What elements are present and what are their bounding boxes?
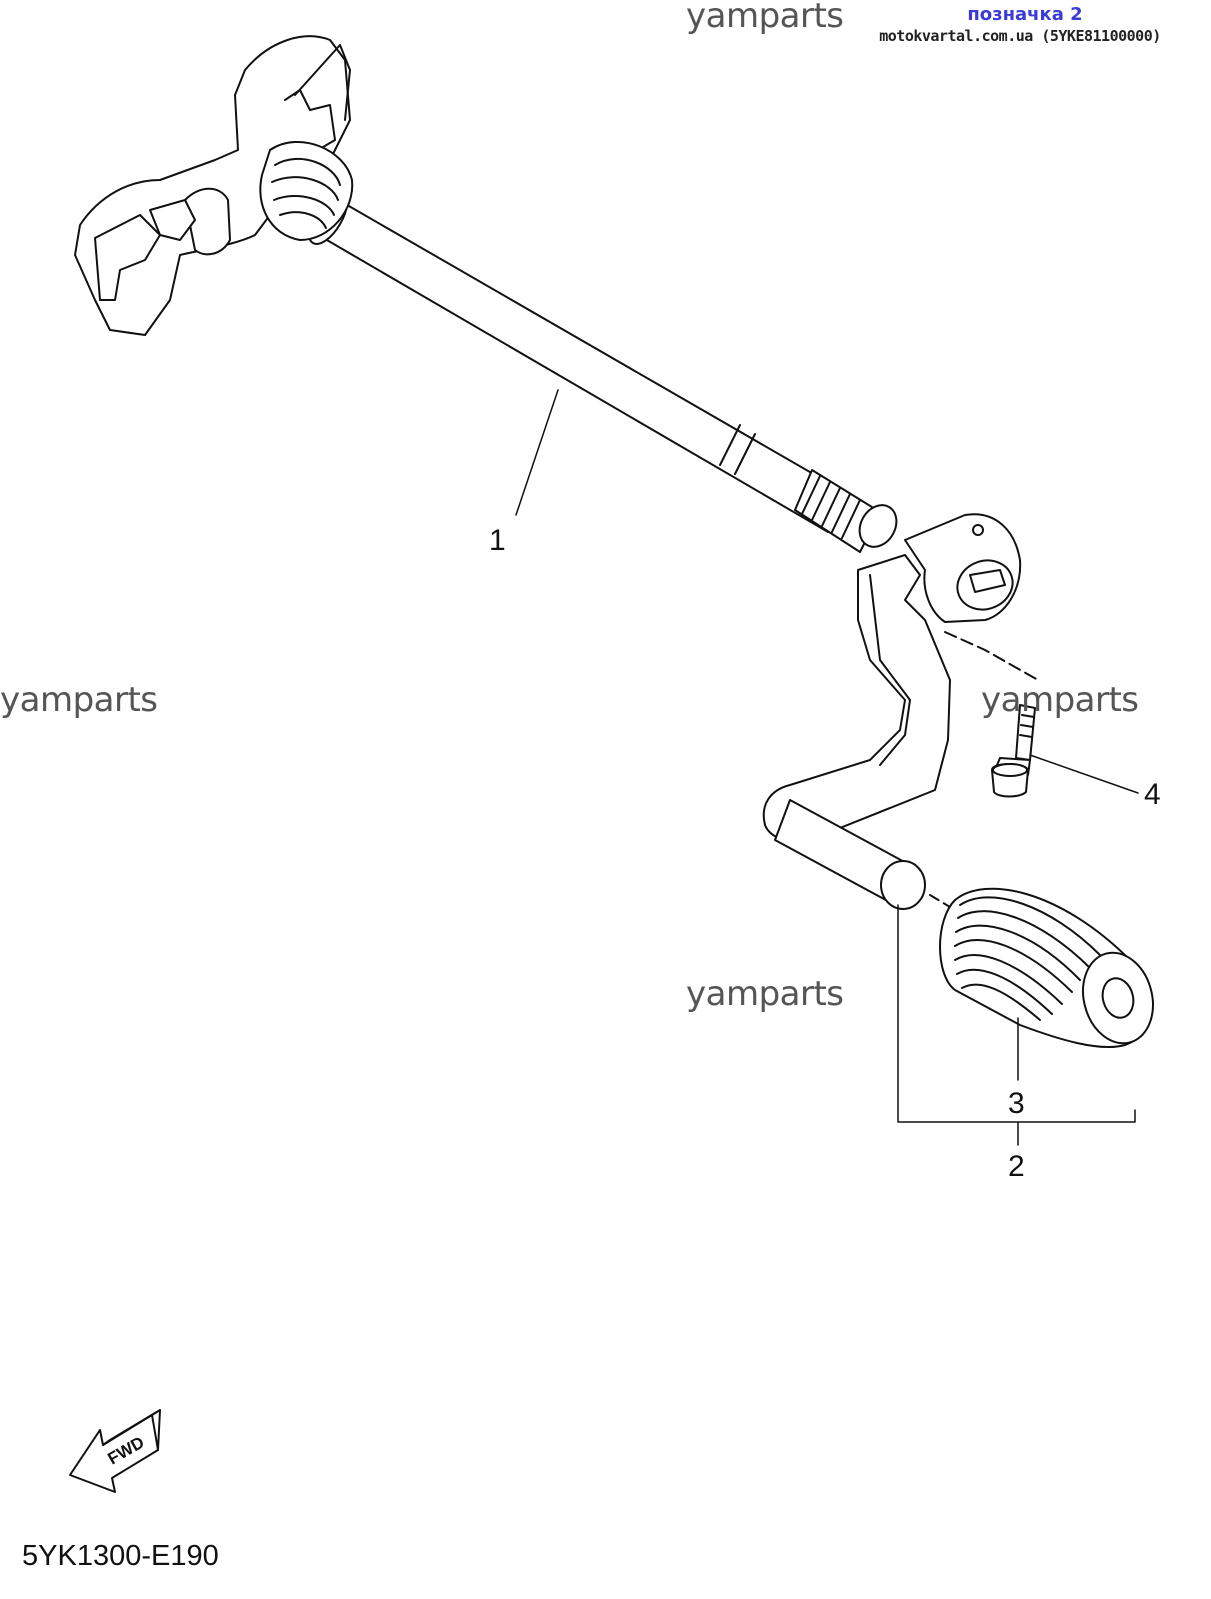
callout-1: 1 bbox=[489, 524, 506, 557]
header-link[interactable]: позначка 2 bbox=[967, 4, 1083, 25]
bolt-part-4 bbox=[991, 704, 1036, 798]
leader-line-1 bbox=[515, 389, 559, 516]
callout-3: 3 bbox=[1008, 1087, 1025, 1120]
watermark-top: yamparts bbox=[686, 0, 844, 36]
callout-2: 2 bbox=[1008, 1150, 1025, 1183]
watermark-right: yamparts bbox=[981, 680, 1139, 720]
leader-line-4 bbox=[1029, 754, 1139, 794]
diagram-code: 5YK1300-E190 bbox=[22, 1540, 219, 1572]
pedal-rubber-part-3 bbox=[939, 887, 1154, 1049]
watermark-bottom: yamparts bbox=[686, 974, 844, 1014]
shift-pedal-part-2 bbox=[762, 513, 1039, 910]
header-site-text: motokvartal.com.ua (5YKE81100000) bbox=[879, 27, 1161, 45]
callout-4: 4 bbox=[1144, 778, 1161, 811]
leader-bracket-2 bbox=[897, 904, 1136, 1146]
shift-shaft-part-1 bbox=[74, 35, 898, 553]
watermark-left: yamparts bbox=[0, 680, 158, 720]
fwd-arrow-icon bbox=[69, 1409, 161, 1493]
